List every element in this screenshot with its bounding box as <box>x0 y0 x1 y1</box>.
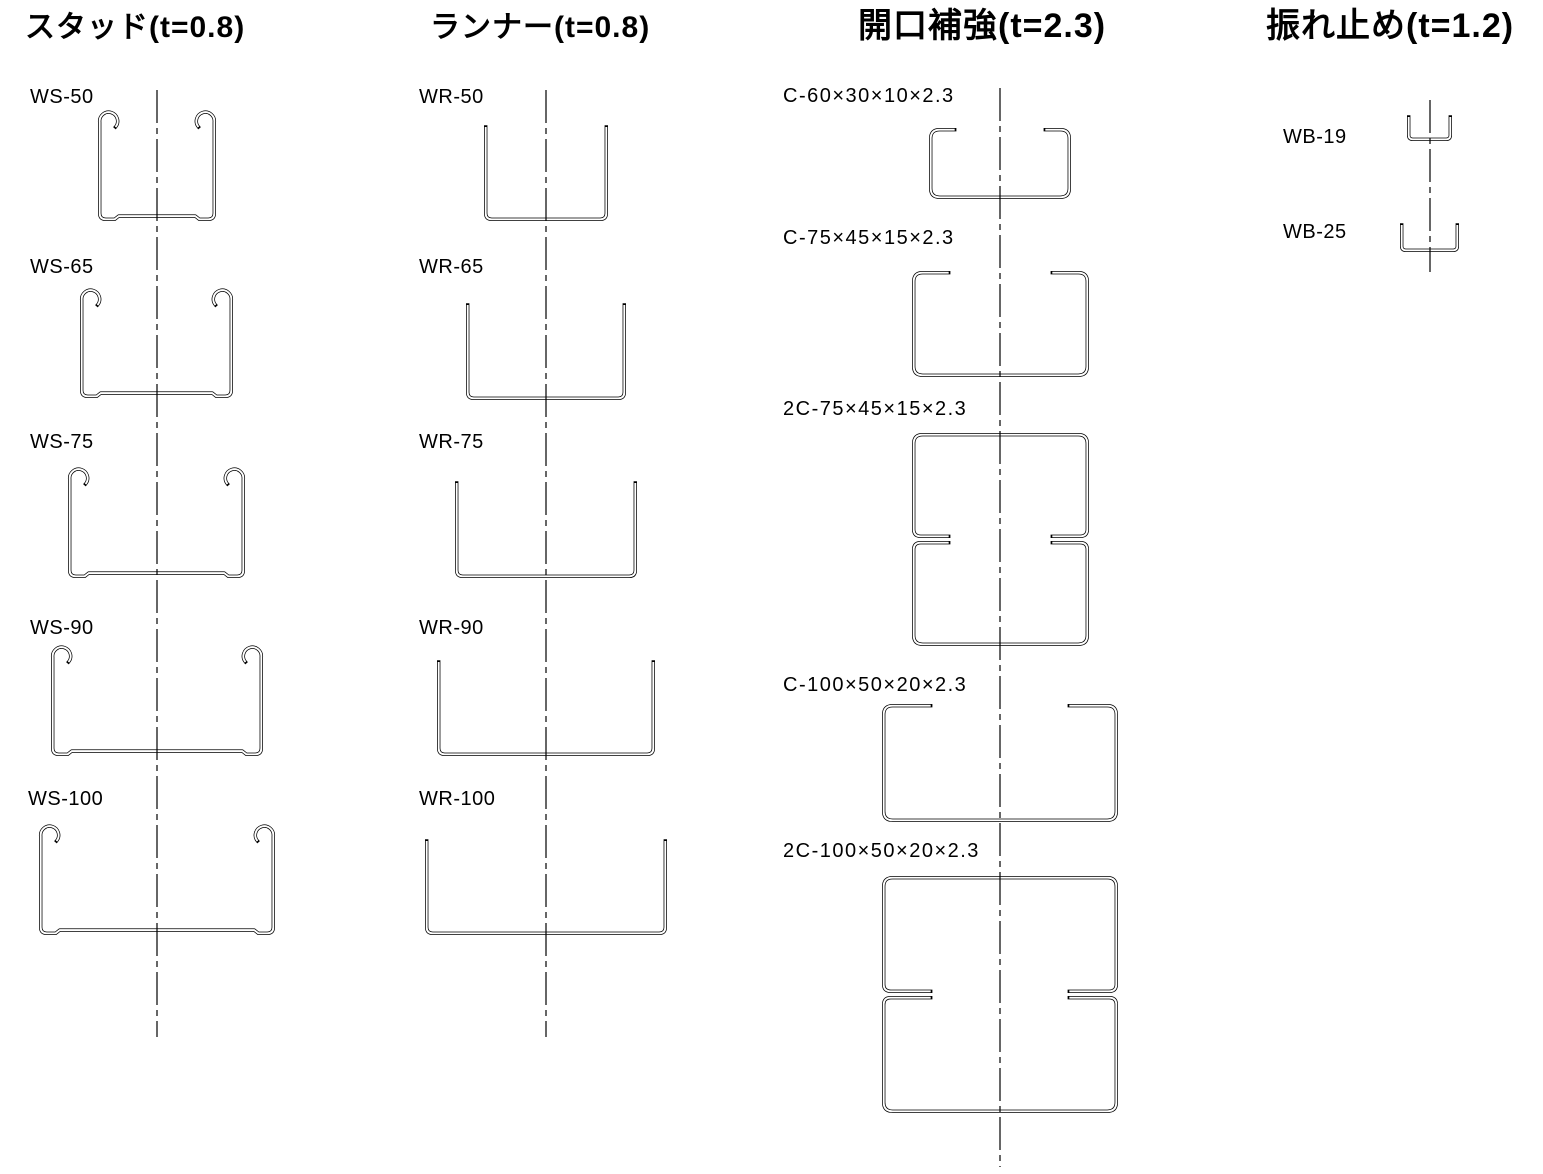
label-2c-100: 2C-100×50×20×2.3 <box>783 840 980 862</box>
label-wb-25: WB-25 <box>1283 221 1347 243</box>
label-ws-100: WS-100 <box>28 788 104 810</box>
label-c-75: C-75×45×15×2.3 <box>783 227 955 249</box>
profile-c-100-section <box>882 704 1118 822</box>
label-2c-75: 2C-75×45×15×2.3 <box>783 398 968 420</box>
label-c-60: C-60×30×10×2.3 <box>783 85 955 107</box>
label-ws-75: WS-75 <box>30 431 94 453</box>
label-ws-50: WS-50 <box>30 86 94 108</box>
label-ws-65: WS-65 <box>30 256 94 278</box>
label-wb-19: WB-19 <box>1283 126 1347 148</box>
label-wr-90: WR-90 <box>419 617 484 639</box>
header-studs: スタッド(t=0.8) <box>25 11 246 44</box>
profile-wr-75-section <box>455 481 637 578</box>
label-wr-50: WR-50 <box>419 86 484 108</box>
header-opening-reinforcement: 開口補強(t=2.3) <box>858 7 1107 45</box>
label-wr-65: WR-65 <box>419 256 484 278</box>
label-wr-75: WR-75 <box>419 431 484 453</box>
header-runners: ランナー(t=0.8) <box>430 11 651 44</box>
label-c-100: C-100×50×20×2.3 <box>783 674 968 696</box>
header-bracing: 振れ止め(t=1.2) <box>1266 7 1515 45</box>
label-ws-90: WS-90 <box>30 617 94 639</box>
label-wr-100: WR-100 <box>419 788 496 810</box>
